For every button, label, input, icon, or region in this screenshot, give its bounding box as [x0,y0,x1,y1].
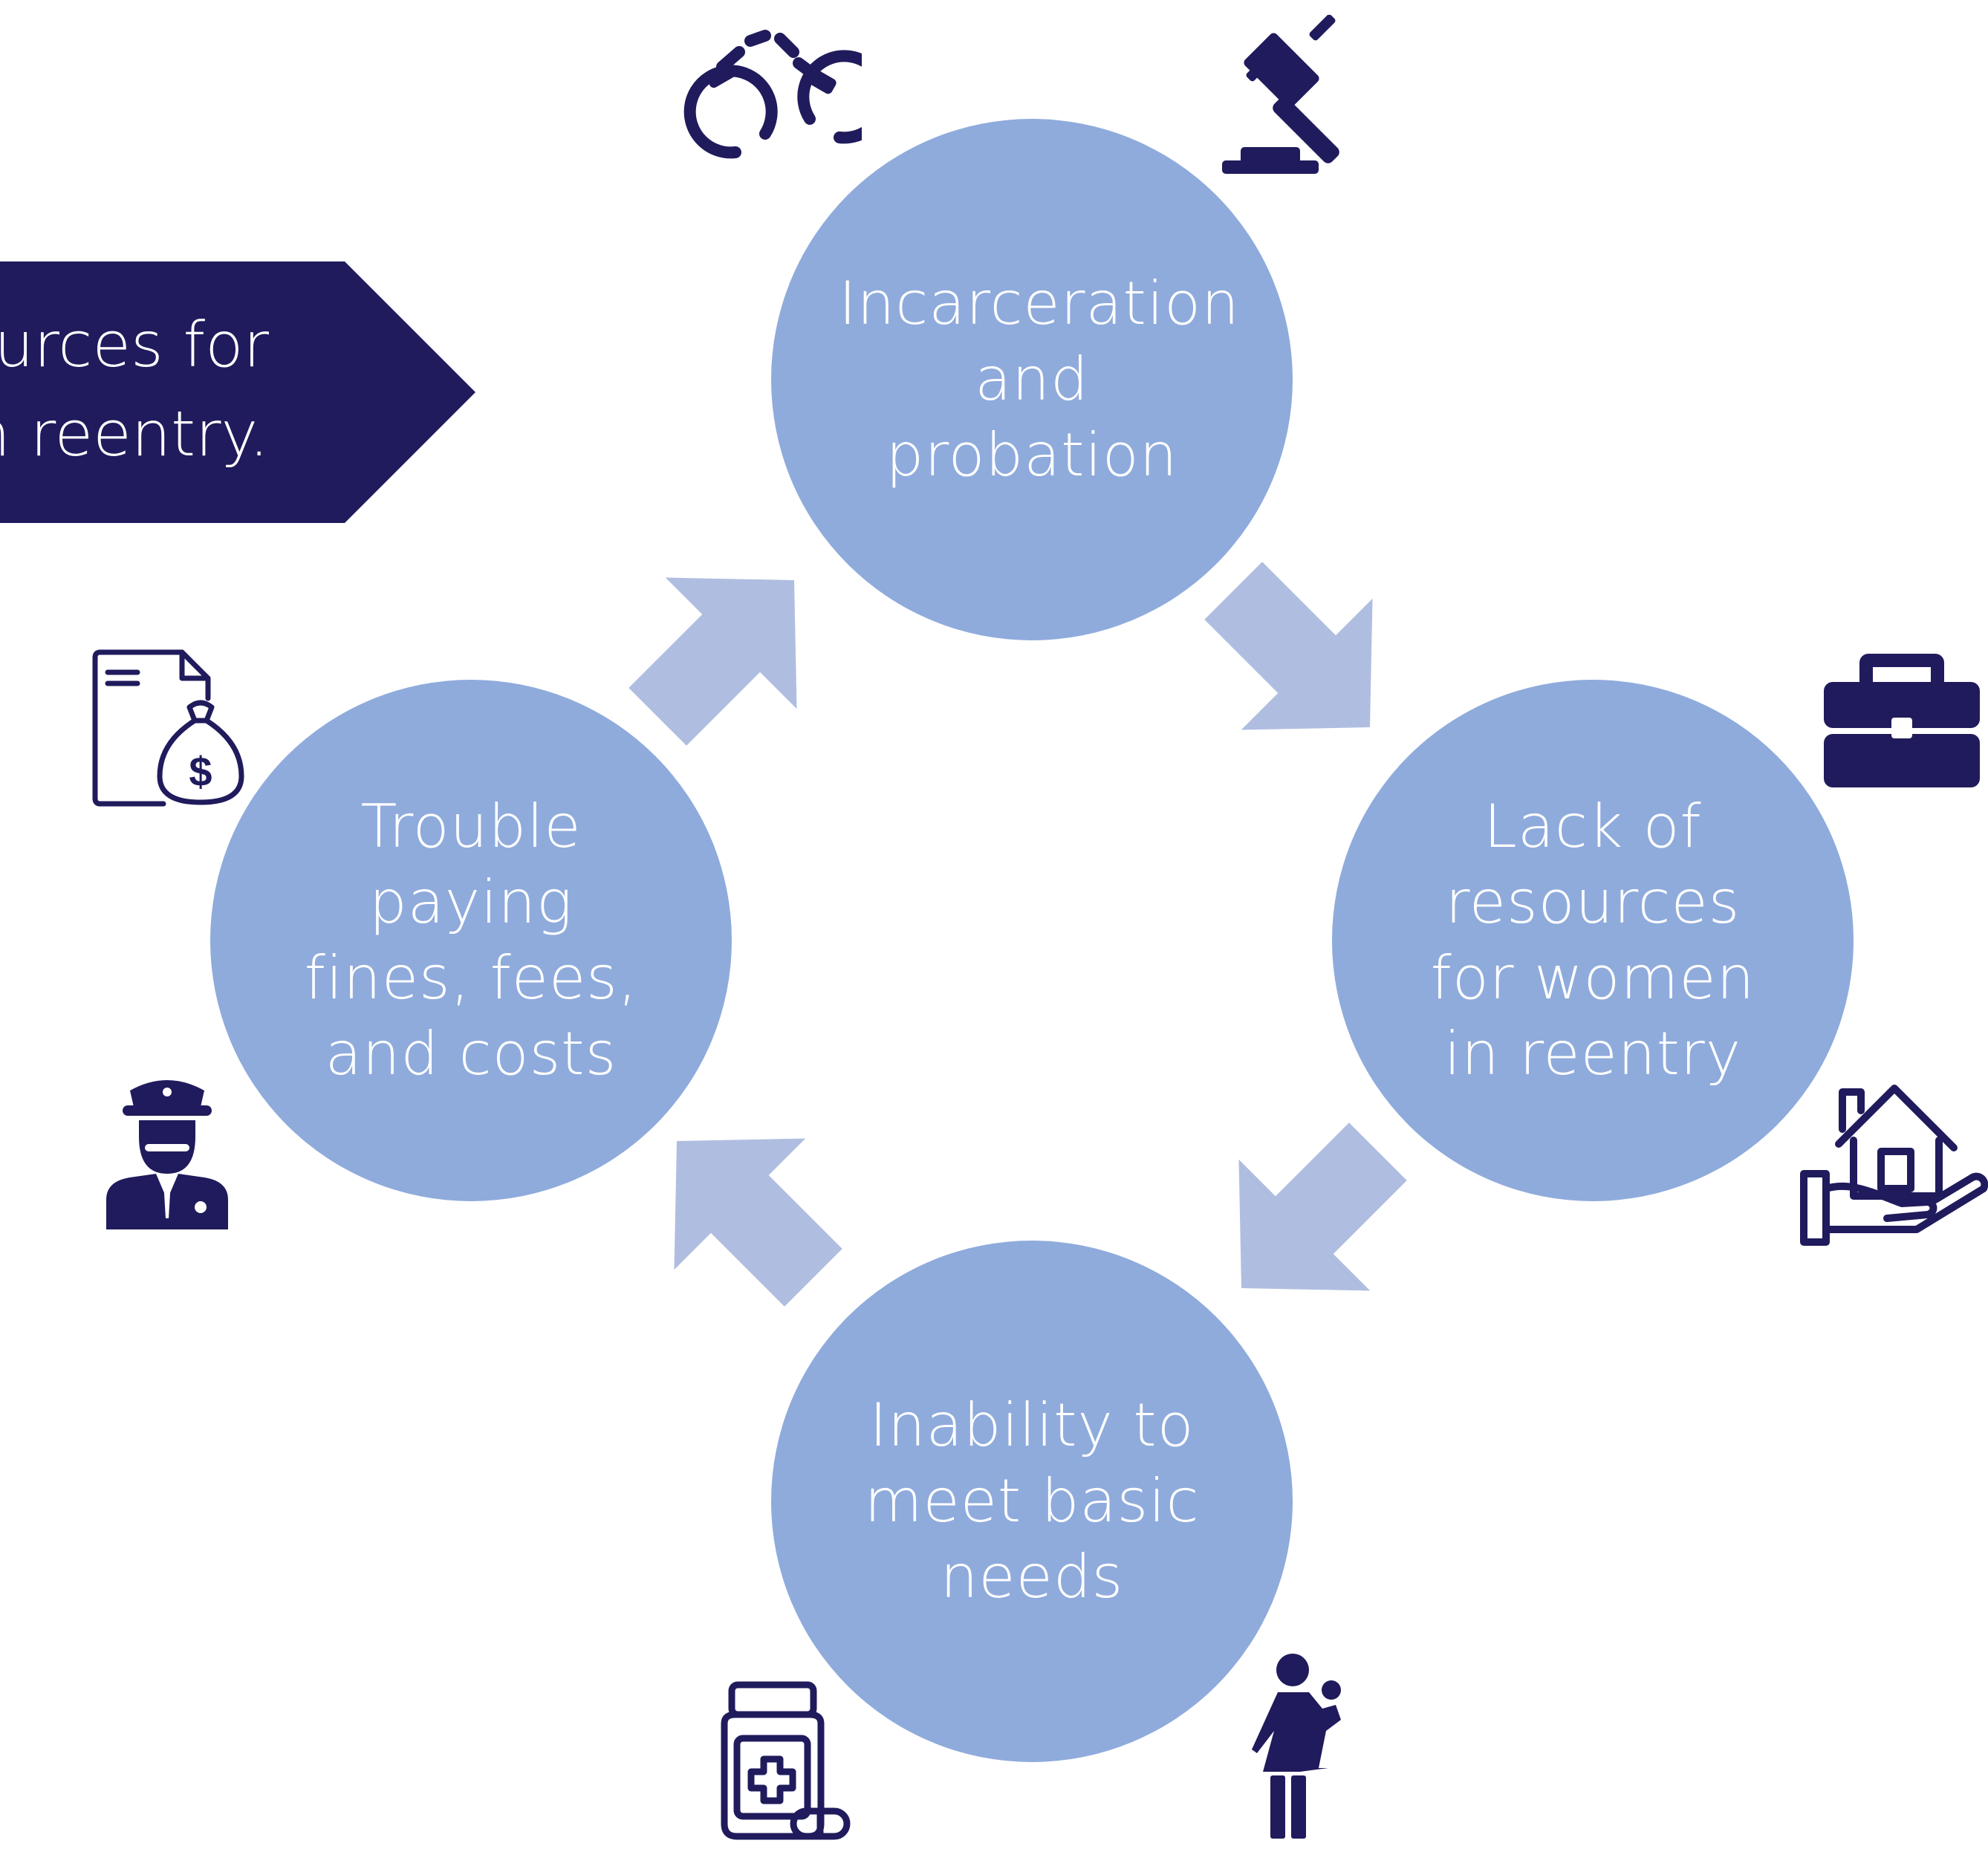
gavel-icon [1222,15,1339,174]
node-lack-of-resources: Lack of resources for women in reentry [1332,680,1854,1201]
arrow-to-incarceration [628,577,797,746]
medicine-bottle-icon [721,1681,851,1840]
banner-shape [0,261,475,523]
briefcase-icon [1824,654,1980,787]
handcuffs-icon [683,30,862,159]
banner-text: urces for n reentry. [0,300,269,478]
police-officer-icon [106,1080,228,1229]
arrow-to-basic-needs [1238,1122,1407,1291]
banner: urces for n reentry. [0,261,475,523]
node-label-incarceration: Incarceration and probation [839,269,1240,490]
banner-line-1: urces for [0,308,269,381]
node-label-basic-needs: Inability to meet basic needs [864,1391,1200,1611]
node-basic-needs: Inability to meet basic needs [771,1241,1293,1762]
banner-line-2: n reentry. [0,397,269,470]
node-label-lack-of-resources: Lack of resources for women in reentry [1430,792,1755,1088]
node-fines-fees: Trouble paying fines, fees, and costs [210,680,732,1201]
svg-text:$: $ [189,748,212,795]
arrow-to-lack-of-resources [1204,562,1373,730]
node-label-fines-fees: Trouble paying fines, fees, and costs [304,792,638,1088]
arrow-to-fines-fees [674,1138,842,1307]
house-in-hand-icon [1800,1085,1988,1246]
node-incarceration: Incarceration and probation [771,119,1293,640]
document-money-bag-icon: $ [92,649,244,807]
mother-and-child-icon [1252,1654,1341,1839]
